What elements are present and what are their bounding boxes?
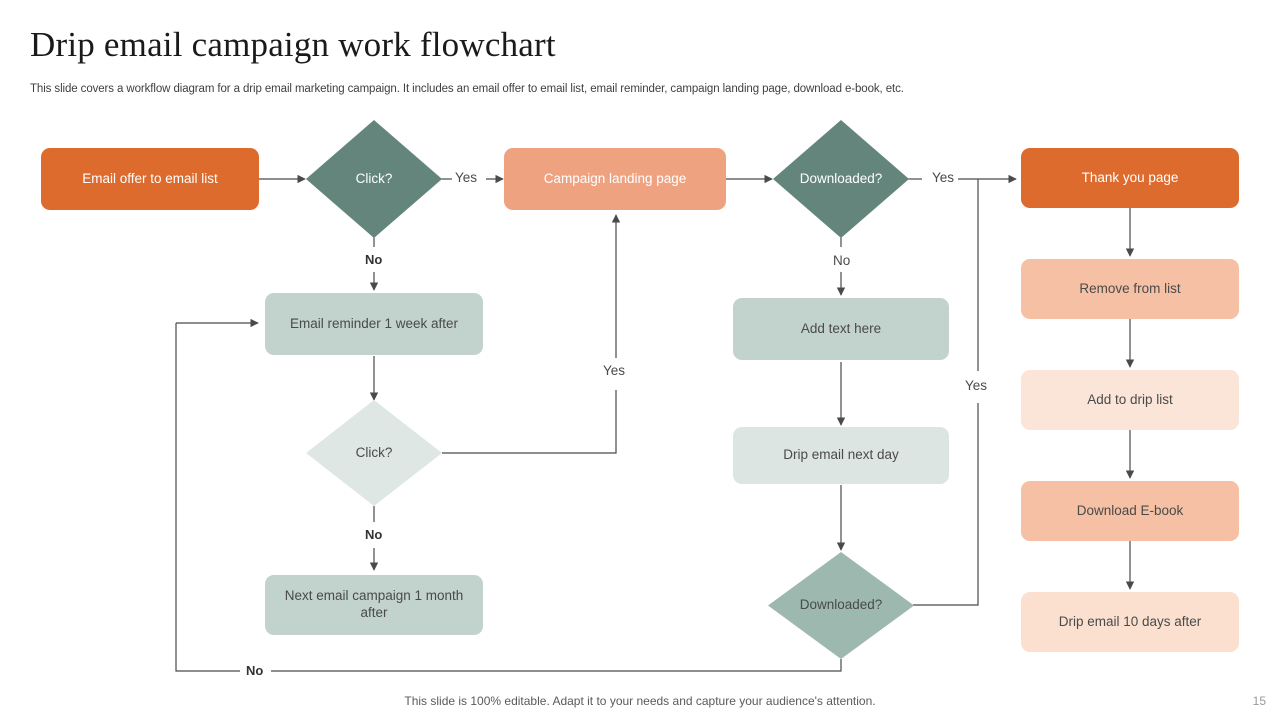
node-label: Drip email 10 days after: [1058, 613, 1202, 629]
page-title: Drip email campaign work flowchart: [30, 25, 556, 64]
node-label: Next email campaign 1 month after: [284, 588, 464, 620]
node-label: Email reminder 1 week after: [289, 315, 459, 331]
node-download-ebook[interactable]: Download E-book: [1021, 481, 1239, 541]
node-label: Campaign landing page: [543, 170, 687, 186]
edge-label-yes-downloaded1: Yes: [929, 170, 958, 185]
node-label: Download E-book: [1076, 502, 1184, 518]
edge-label-yes-downloaded2: Yes: [962, 378, 991, 393]
node-click-2[interactable]: Click?: [306, 400, 442, 506]
node-label: Click?: [355, 444, 393, 460]
page-subtitle: This slide covers a workflow diagram for…: [30, 83, 904, 95]
node-add-to-drip-list[interactable]: Add to drip list: [1021, 370, 1239, 430]
edge-click2-yes-a: [442, 390, 617, 454]
node-thank-you-page[interactable]: Thank you page: [1021, 148, 1239, 208]
edge-label-no-click1: No: [362, 252, 386, 267]
node-remove-from-list[interactable]: Remove from list: [1021, 259, 1239, 319]
node-email-reminder[interactable]: Email reminder 1 week after: [265, 293, 483, 355]
edge-label-yes-click2: Yes: [600, 363, 629, 378]
node-label: Drip email next day: [783, 447, 899, 463]
node-drip-email-10-days[interactable]: Drip email 10 days after: [1021, 592, 1239, 652]
node-label: Add to drip list: [1087, 391, 1173, 407]
node-label: Click?: [355, 170, 393, 186]
edge-downloaded2-no-b: [175, 323, 240, 672]
node-campaign-landing[interactable]: Campaign landing page: [504, 148, 726, 210]
node-label: Email offer to email list: [82, 170, 218, 186]
footer-note: This slide is 100% editable. Adapt it to…: [404, 694, 876, 708]
node-email-offer[interactable]: Email offer to email list: [41, 148, 259, 210]
node-downloaded-2[interactable]: Downloaded?: [768, 552, 914, 659]
node-label: Downloaded?: [799, 170, 883, 186]
edge-label-yes-click1: Yes: [452, 170, 481, 185]
node-downloaded-1[interactable]: Downloaded?: [773, 120, 909, 238]
node-label: Add text here: [800, 320, 882, 336]
node-label: Remove from list: [1079, 280, 1181, 296]
node-label: Thank you page: [1081, 169, 1179, 185]
node-next-email-campaign[interactable]: Next email campaign 1 month after: [265, 575, 483, 635]
edge-downloaded2-no-a: [271, 659, 842, 672]
node-drip-email-next-day[interactable]: Drip email next day: [733, 427, 949, 484]
node-click-1[interactable]: Click?: [306, 120, 442, 238]
page-number: 15: [1252, 694, 1266, 708]
edge-label-no-downloaded1: No: [830, 253, 854, 268]
edge-label-no-downloaded2: No: [243, 663, 267, 678]
node-label: Downloaded?: [799, 597, 883, 613]
edge-label-no-click2: No: [362, 527, 386, 542]
node-add-text-here[interactable]: Add text here: [733, 298, 949, 360]
